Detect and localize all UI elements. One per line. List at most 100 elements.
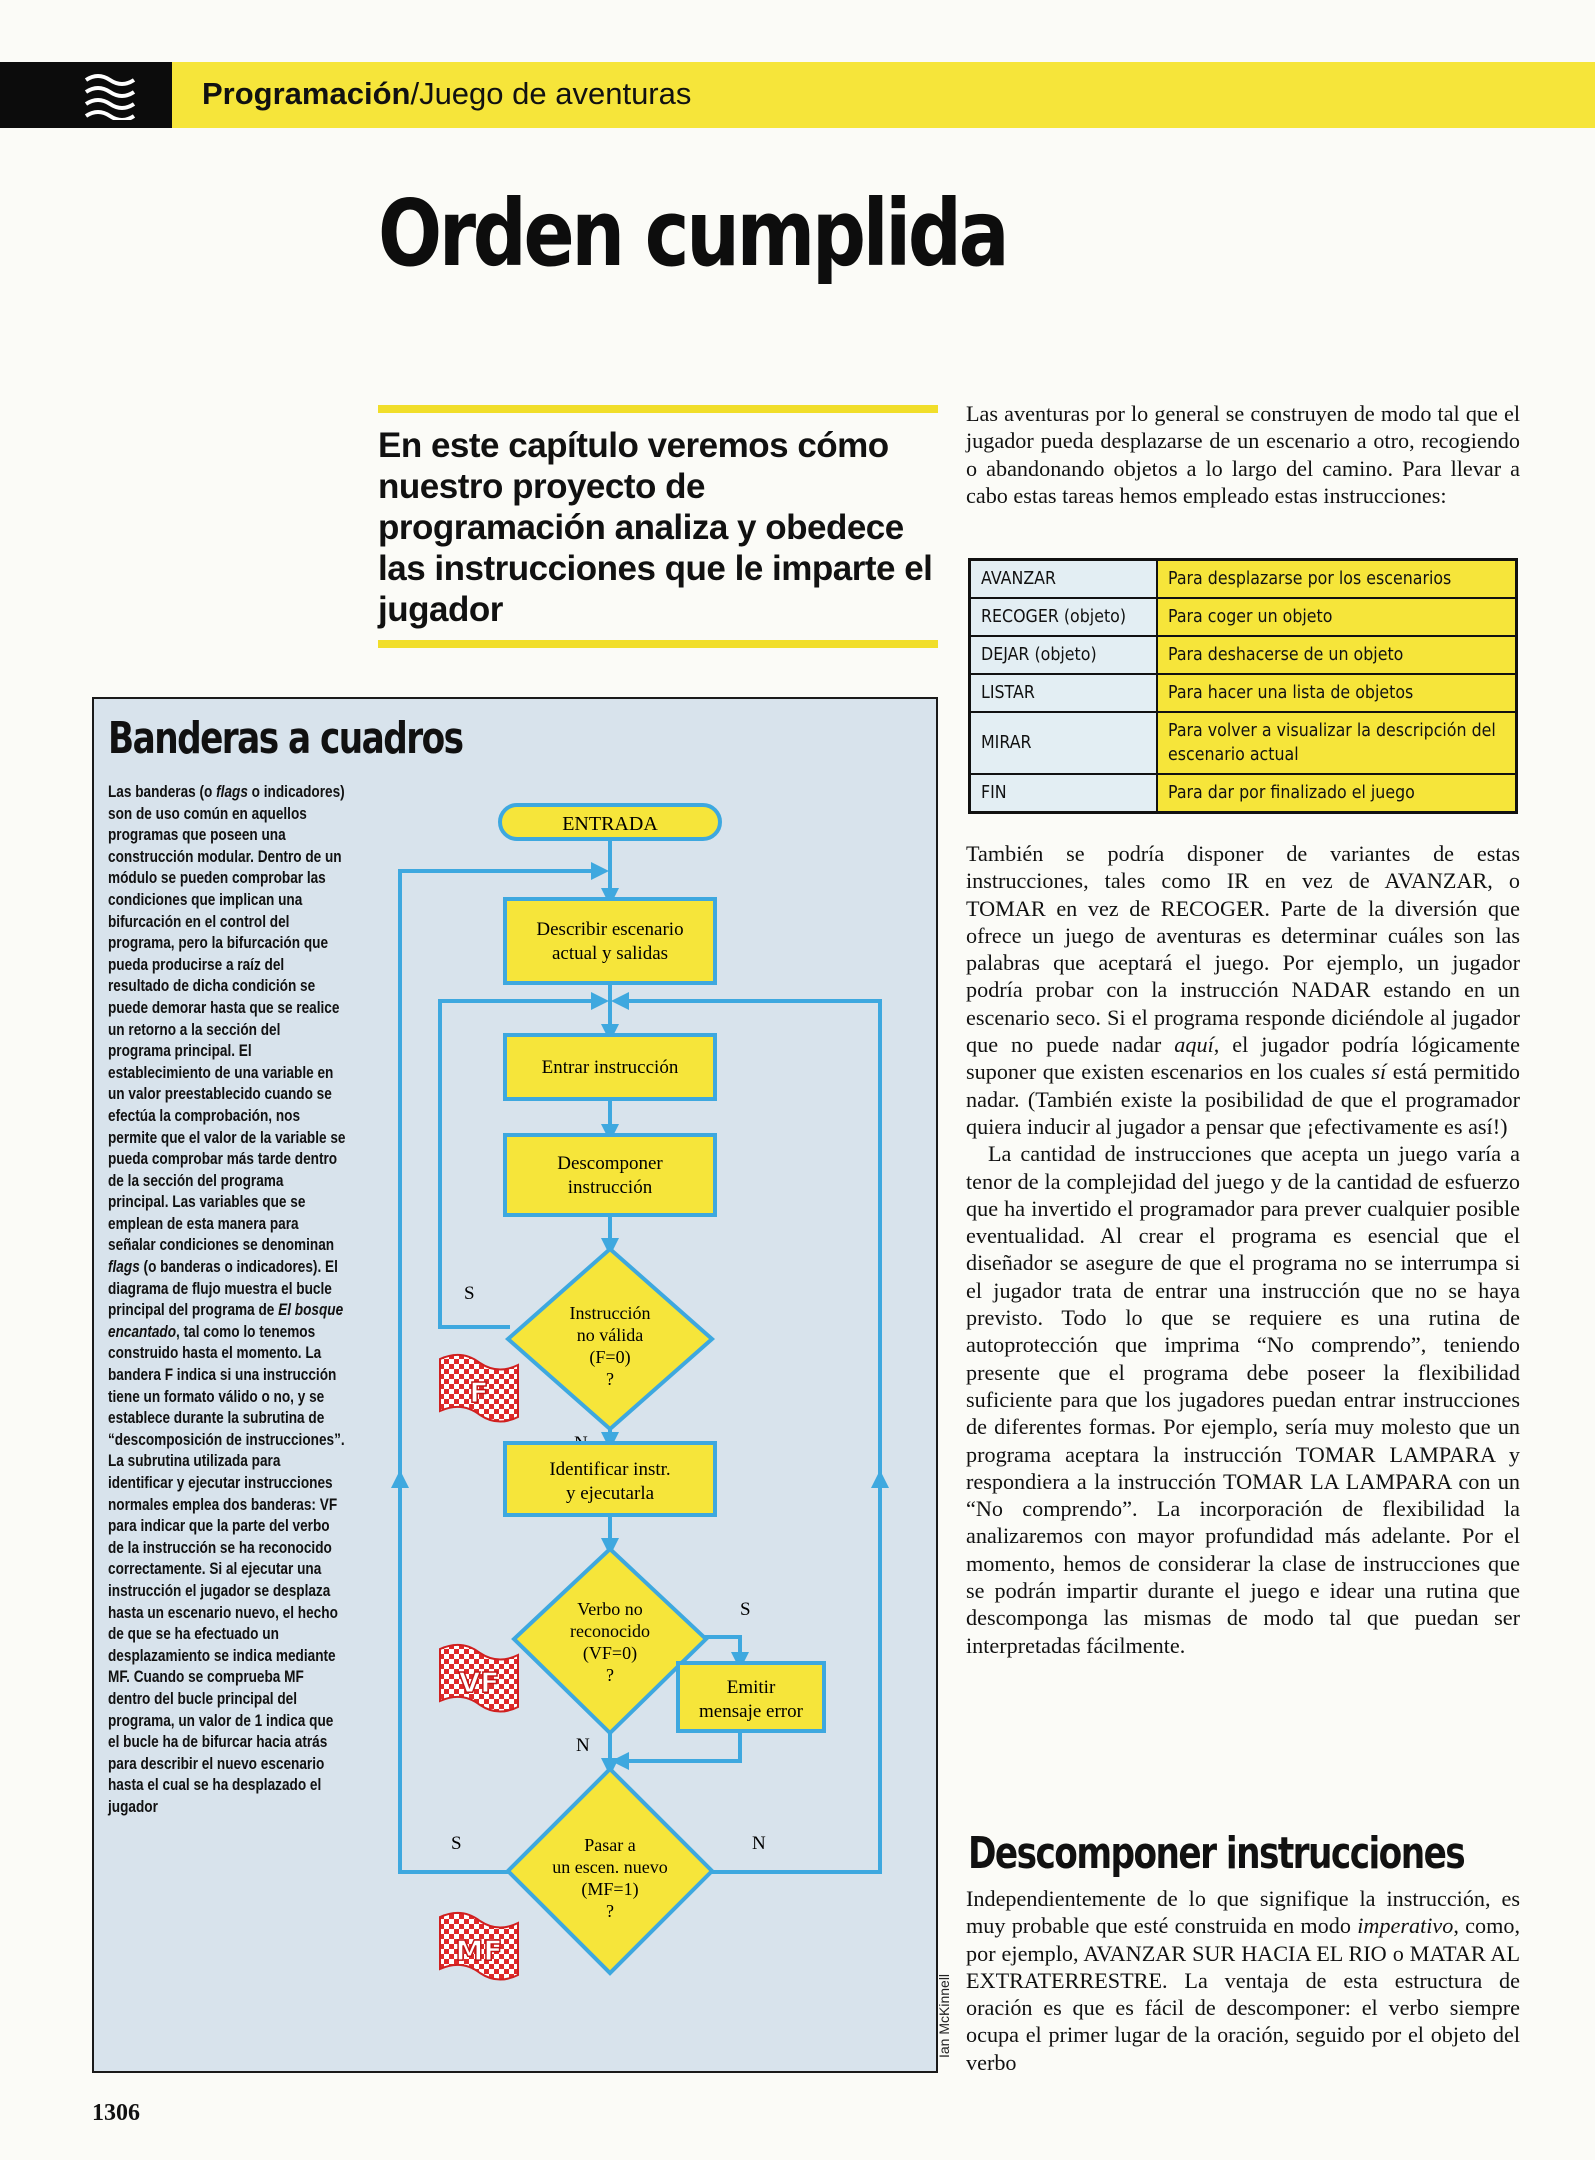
wave-logo-icon [84, 74, 136, 120]
p2-italic-si: sí [1371, 1059, 1387, 1085]
intro-bottom-rule [378, 640, 938, 648]
start-terminal [498, 803, 722, 841]
error-message-box [676, 1661, 826, 1733]
flowchart: ENTRADA Describir escenario actual y sal… [391, 803, 889, 1981]
box-text-1: Las banderas (o [108, 782, 217, 801]
d1-line-4: ? [606, 1369, 614, 1389]
flow-lines [391, 836, 889, 1874]
d2-line-3: (VF=0) [583, 1643, 637, 1664]
section-heading: Descomponer instrucciones [968, 1828, 1466, 1879]
flag-vf-label: VF [459, 1666, 500, 1699]
box-text-2: o indicadores) son de uso común en aquel… [108, 782, 346, 1255]
paragraph-1: Las aventuras por lo general se construy… [966, 401, 1520, 508]
instruction-description: Para deshacerse de un objeto [1155, 635, 1518, 675]
instruction-row: RECOGER (objeto) Para coger un objeto [968, 597, 1518, 637]
p2-text-b: , el jugador podría lógicamente suponer … [966, 1032, 1520, 1085]
decision-verb-unrecognized [511, 1546, 709, 1736]
p4-text-a: Independientemente de lo que signifique … [966, 1886, 1520, 1939]
instructions-table: AVANZAR Para desplazarse por los escenari… [968, 558, 1518, 814]
d3-line-1: Pasar a [584, 1835, 635, 1855]
d3-yes-label: S [451, 1833, 462, 1854]
instruction-command: DEJAR (objeto) [968, 635, 1158, 675]
paragraph-intro: Las aventuras por lo general se construy… [966, 400, 1520, 509]
box-flags-2: flags [108, 1257, 140, 1277]
intro-top-rule [378, 405, 938, 413]
d2-line-4: ? [606, 1665, 614, 1685]
instruction-command-text: LISTAR [981, 682, 1035, 703]
instruction-command: RECOGER (objeto) [968, 597, 1158, 637]
instruction-description: Para desplazarse por los escenarios [1155, 558, 1518, 599]
describe-line-2: actual y salidas [552, 943, 668, 964]
describe-line-1: Describir escenario [536, 919, 683, 940]
input-instruction-box [503, 1033, 717, 1101]
decision-invalid-instruction [504, 1246, 716, 1432]
execute-line-2: y ejecutarla [566, 1483, 655, 1504]
instruction-description: Para coger un objeto [1155, 597, 1518, 637]
instruction-command: MIRAR [968, 711, 1158, 775]
section-topic: /Juego de aventuras [410, 76, 692, 111]
section-header: Programación/Juego de aventuras [172, 62, 1595, 128]
box-text: Las banderas (o flags o indicadores) son… [108, 781, 346, 1818]
instruction-description: Para volver a visualizar la descripción … [1155, 711, 1518, 775]
page-title: Orden cumplida [378, 180, 1010, 287]
flag-f-label: F [469, 1376, 488, 1409]
paragraph-2: También se podría disponer de variantes … [966, 840, 1520, 1140]
instruction-description-text: Para desplazarse por los escenarios [1167, 568, 1452, 589]
decision-new-scene [505, 1766, 715, 1976]
instruction-row: LISTAR Para hacer una lista de objetos [968, 673, 1518, 713]
instruction-command: AVANZAR [968, 558, 1158, 599]
series-logo [0, 62, 172, 128]
flag-mf-icon: MF [439, 1911, 519, 1981]
describe-scene-box [503, 897, 717, 985]
section-name: Programación [202, 76, 411, 111]
intro-summary: En este capítulo veremos cómo nuestro pr… [378, 426, 933, 629]
instruction-description: Para hacer una lista de objetos [1155, 673, 1518, 713]
flag-mf-label: MF [456, 1934, 503, 1967]
d1-line-3: (F=0) [589, 1347, 630, 1368]
sidebar-box: Banderas a cuadros Las banderas (o flags… [92, 697, 938, 2073]
input-label: Entrar instrucción [542, 1057, 679, 1078]
start-label: ENTRADA [562, 813, 658, 835]
instruction-description-text: Para deshacerse de un objeto [1167, 644, 1404, 665]
paragraph-4-block: Independientemente de lo que signifique … [966, 1885, 1520, 2076]
instruction-command: FIN [968, 773, 1158, 814]
box-title: Banderas a cuadros [108, 713, 464, 764]
execute-line-1: Identificar instr. [549, 1459, 670, 1480]
parse-line-2: instrucción [568, 1177, 653, 1198]
instruction-command-text: DEJAR (objeto) [981, 644, 1097, 665]
parse-instruction-box [503, 1133, 717, 1217]
error-line-2: mensaje error [699, 1701, 804, 1722]
p2-italic-aqui: aquí [1174, 1032, 1214, 1058]
box-text-4: , tal como lo tenemos construido hasta e… [108, 1321, 345, 1816]
d3-line-3: (MF=1) [581, 1879, 638, 1900]
d2-yes-label: S [740, 1599, 751, 1620]
d1-line-1: Instrucción [570, 1303, 651, 1323]
instruction-description: Para dar por finalizado el juego [1155, 773, 1518, 814]
body-column: También se podría disponer de variantes … [966, 840, 1520, 1659]
p2-text-a: También se podría disponer de variantes … [966, 841, 1520, 1058]
d2-line-1: Verbo no [577, 1599, 643, 1619]
box-game-name: El bosque encantado [108, 1300, 344, 1341]
instruction-command-text: RECOGER (objeto) [981, 606, 1127, 627]
d1-yes-label: S [464, 1283, 475, 1304]
flag-f-icon: F [439, 1353, 519, 1423]
instruction-description-text: Para coger un objeto [1167, 606, 1333, 627]
p4-text-b: , como, por ejemplo, AVANZAR SUR HACIA E… [966, 1913, 1520, 2075]
d3-line-4: ? [606, 1901, 614, 1921]
p4-italic: imperativo [1357, 1913, 1454, 1939]
d1-line-2: no válida [577, 1325, 643, 1345]
d2-line-2: reconocido [570, 1621, 650, 1641]
flag-vf-icon: VF [439, 1643, 519, 1713]
section-label: Programación/Juego de aventuras [202, 76, 691, 112]
page-number: 1306 [92, 2100, 140, 2126]
d2-no-label: N [576, 1735, 590, 1756]
instruction-row: DEJAR (objeto) Para deshacerse de un obje… [968, 635, 1518, 675]
d3-line-2: un escen. nuevo [552, 1857, 667, 1877]
box-text-3: (o banderas o indicadores). El diagrama … [108, 1257, 338, 1320]
instruction-description-text: Para hacer una lista de objetos [1167, 682, 1414, 703]
error-line-1: Emitir [727, 1677, 776, 1698]
paragraph-4: Independientemente de lo que signifique … [966, 1885, 1520, 2076]
instruction-row: AVANZAR Para desplazarse por los escenari… [968, 558, 1518, 599]
